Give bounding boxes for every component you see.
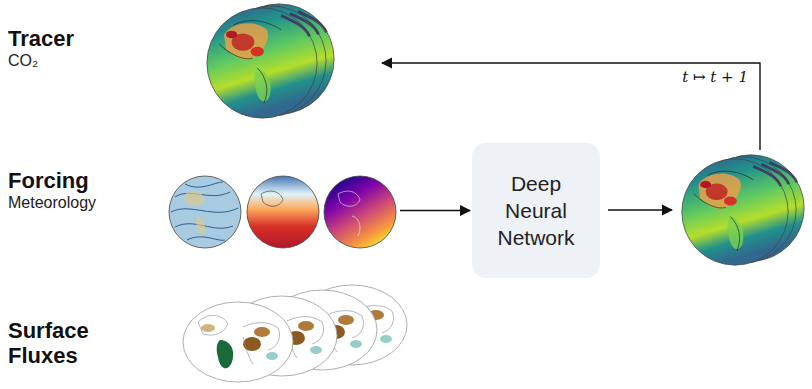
step-label: t ↦ t + 1 — [680, 68, 750, 86]
network-box: Deep Neural Network — [472, 143, 600, 278]
row-subtitle: Meteorology — [8, 193, 400, 214]
output-globe — [682, 155, 804, 265]
tracer-label: TracerCO₂ — [8, 26, 128, 77]
forcing-globes — [169, 176, 396, 248]
fluxes-label: Surface Fluxes — [8, 318, 120, 373]
flux-maps — [183, 285, 407, 382]
tracer-globe — [207, 4, 334, 118]
box-text: Deep Neural Network — [486, 170, 586, 252]
row-heading: Surface Fluxes — [8, 318, 120, 369]
row-subtitle: CO₂ — [8, 51, 128, 72]
row-heading: Tracer — [8, 26, 128, 51]
feedback-arrow — [382, 63, 760, 150]
forcing-label: ForcingMeteorology — [8, 168, 400, 252]
flow-arrow — [400, 210, 470, 211]
output-arrow — [608, 209, 672, 210]
row-heading: Forcing — [8, 168, 400, 193]
